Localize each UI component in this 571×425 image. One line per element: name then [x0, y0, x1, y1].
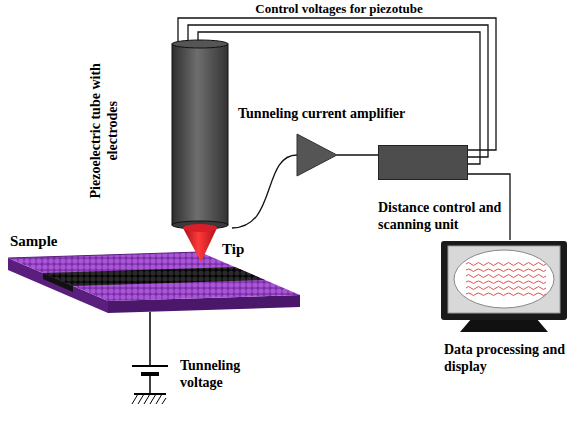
- wire-path: [232, 155, 297, 228]
- connector: [337, 155, 378, 156]
- sample-slab: [8, 252, 300, 313]
- voltage-label: Tunneling voltage: [180, 358, 260, 392]
- connector: [232, 155, 297, 228]
- wire-path: [188, 25, 488, 157]
- scan-line: [466, 269, 546, 272]
- control-unit-label: Distance control and scanning unit: [378, 200, 503, 234]
- display-label: Data processing and display: [444, 342, 569, 376]
- control-unit-box: [378, 145, 468, 180]
- scan-line: [466, 275, 546, 278]
- scan-line: [466, 293, 546, 296]
- wire-path: [337, 154, 378, 155]
- amplifier-triangle: [297, 134, 337, 176]
- diagram-node: Data processing and display: [440, 240, 568, 332]
- sample-label: Sample: [10, 232, 58, 250]
- scan-line: [466, 287, 546, 290]
- diagram-node: Tunneling current amplifier: [297, 134, 337, 176]
- display-monitor: [440, 240, 568, 332]
- wire-path: [198, 32, 480, 164]
- scan-line: [466, 281, 546, 284]
- tunneling-voltage-circuit: [132, 312, 168, 404]
- wire-label: Control voltages for piezotube: [255, 1, 422, 16]
- piezo-tube: [170, 40, 232, 262]
- diagram-node: Distance control and scanning unit: [378, 145, 468, 180]
- amplifier-label: Tunneling current amplifier: [238, 106, 405, 123]
- scan-line: [466, 263, 546, 266]
- diagram-node: Piezoelectric tube with electrodes: [170, 40, 232, 262]
- piezo-label: Piezoelectric tube with electrodes: [88, 61, 122, 201]
- tip-label: Tip: [222, 240, 244, 258]
